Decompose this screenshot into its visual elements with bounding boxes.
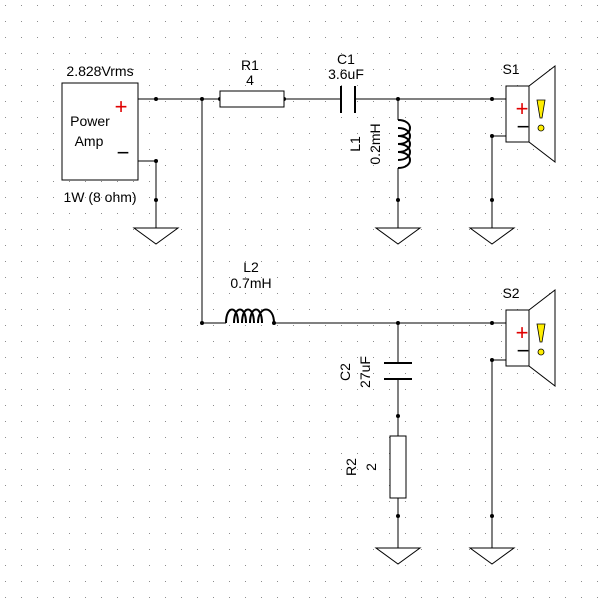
ground-icon	[132, 227, 180, 245]
inductor-l1-coil	[397, 119, 411, 169]
power-amp-box	[61, 82, 139, 181]
resistor-r1[interactable]: R1 4	[219, 57, 285, 108]
speaker-s1-magnet	[505, 85, 530, 143]
speaker-s1-ref: S1	[502, 61, 519, 77]
junction-r2-bottom	[396, 514, 400, 518]
junction-gnd-s1	[490, 198, 494, 202]
wires	[138, 98, 506, 548]
inductor-l2-coil	[225, 308, 275, 324]
junction-gnd-s2	[490, 514, 494, 518]
junction-s2-minus	[490, 358, 494, 362]
power-amp-label-line1: Power	[70, 113, 110, 129]
speaker-s1[interactable]: + − S1	[492, 61, 556, 164]
ground-icon	[468, 547, 516, 565]
speaker-s2-ref: S2	[502, 285, 519, 301]
junction-gnd-amp	[154, 198, 158, 202]
speaker-s2[interactable]: + − S2	[492, 285, 556, 388]
capacitor-c1-value: 3.6uF	[328, 66, 364, 82]
inductor-l2[interactable]: L2 0.7mH	[225, 259, 275, 324]
warning-dot	[537, 124, 545, 132]
capacitor-c1-ref: C1	[337, 51, 355, 67]
junctions	[154, 97, 494, 518]
source-power-label: 1W (8 ohm)	[63, 189, 136, 205]
inductor-l2-value: 0.7mH	[230, 275, 271, 291]
resistor-r1-ref: R1	[241, 57, 259, 73]
inductor-l1-value: 0.2mH	[367, 123, 383, 164]
resistor-r2[interactable]: R2 2	[343, 435, 407, 499]
capacitor-c2-ref: C2	[337, 363, 353, 381]
junction-s1-minus	[490, 134, 494, 138]
inductor-l1-ref: L1	[347, 136, 363, 152]
power-amp-plus-sign: +	[115, 94, 128, 119]
speaker-s2-plus-sign: +	[516, 320, 529, 345]
junction-c2-r2	[396, 414, 400, 418]
speaker-s1-minus-sign: −	[517, 114, 530, 139]
warning-dot	[537, 348, 545, 356]
power-amp-minus-sign: −	[117, 140, 130, 165]
ground-icon	[374, 227, 422, 245]
inductor-l2-ref: L2	[243, 259, 259, 275]
power-amp-source[interactable]: + − Power Amp 2.828Vrms 1W (8 ohm)	[61, 63, 152, 205]
junction-branch	[200, 97, 204, 101]
power-amp-label-line2: Amp	[75, 133, 104, 149]
junction-c2	[396, 321, 400, 325]
warning-icon	[536, 323, 546, 343]
speaker-s1-plus-sign: +	[516, 96, 529, 121]
junction-amp-minus	[154, 159, 158, 163]
speaker-s2-magnet	[505, 309, 530, 367]
resistor-r1-value: 4	[246, 72, 254, 88]
warning-icon	[536, 99, 546, 119]
ground-icon	[374, 547, 422, 565]
grid-dots	[5, 5, 598, 598]
capacitor-c2[interactable]: C2 27uF	[337, 356, 412, 388]
capacitor-c2-value: 27uF	[357, 356, 373, 388]
resistor-r2-value: 2	[363, 463, 379, 471]
ground-icon	[468, 227, 516, 245]
source-voltage-label: 2.828Vrms	[66, 63, 133, 79]
junction-amp-plus	[154, 97, 158, 101]
capacitor-c1[interactable]: C1 3.6uF	[328, 51, 364, 113]
resistor-r2-body	[389, 435, 407, 499]
inductor-l1[interactable]: L1 0.2mH	[347, 119, 411, 169]
junction-l1-bottom	[396, 198, 400, 202]
junction-l1	[396, 97, 400, 101]
resistor-r2-ref: R2	[343, 458, 359, 476]
junction-l2-left	[200, 321, 204, 325]
resistor-r1-body	[219, 90, 285, 108]
ground-symbols	[132, 227, 516, 565]
speaker-s2-minus-sign: −	[517, 338, 530, 363]
